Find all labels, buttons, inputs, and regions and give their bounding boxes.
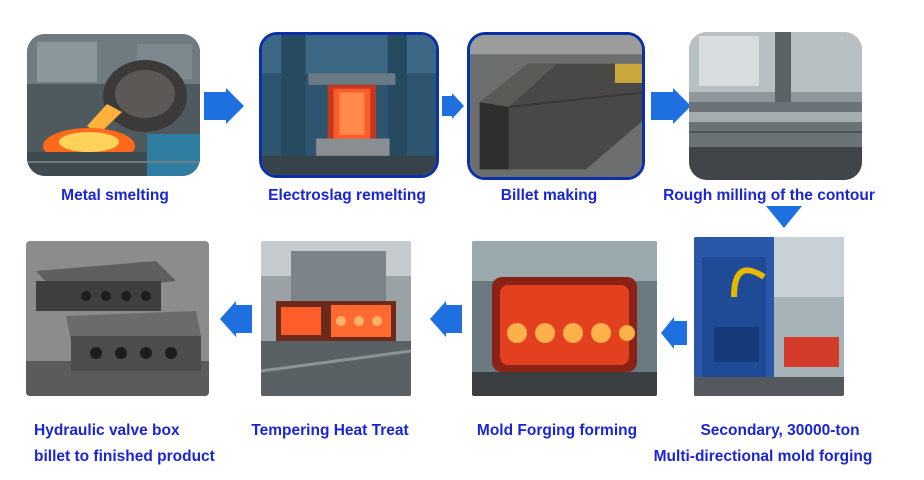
photo-electroslag-remelting [259, 32, 439, 178]
caption-electroslag-remelting: Electroslag remelting [268, 187, 426, 204]
caption-billet-making: Billet making [500, 187, 598, 204]
caption-press-line-2: Multi-directional mold forging [653, 448, 873, 465]
caption-press-line-1: Secondary, 30000-ton [700, 422, 860, 439]
arrow-left-icon [430, 301, 462, 337]
caption-finished-line-2: billet to finished product [34, 448, 215, 465]
photo-finished-product [26, 241, 209, 396]
photo-billet-making [467, 32, 645, 180]
caption-rough-milling: Rough milling of the contour [663, 187, 875, 204]
caption-finished-product: Hydraulic valve box billet to finished p… [34, 422, 215, 466]
arrow-right-icon [442, 93, 464, 119]
arrow-right-icon [651, 88, 691, 124]
caption-tempering: Tempering Heat Treat [251, 422, 409, 439]
caption-mold-forging: Mold Forging forming [476, 422, 638, 439]
caption-finished-line-1: Hydraulic valve box [34, 422, 180, 439]
photo-forging-press [694, 237, 844, 396]
photo-rough-milling [689, 32, 862, 180]
photo-metal-smelting [27, 34, 200, 176]
arrow-right-icon [204, 88, 244, 124]
arrow-down-icon [766, 206, 802, 228]
arrow-left-icon [220, 301, 252, 337]
arrow-left-icon [661, 317, 687, 349]
photo-mold-forging [472, 241, 657, 396]
photo-tempering [261, 241, 411, 396]
caption-metal-smelting: Metal smelting [61, 187, 169, 204]
